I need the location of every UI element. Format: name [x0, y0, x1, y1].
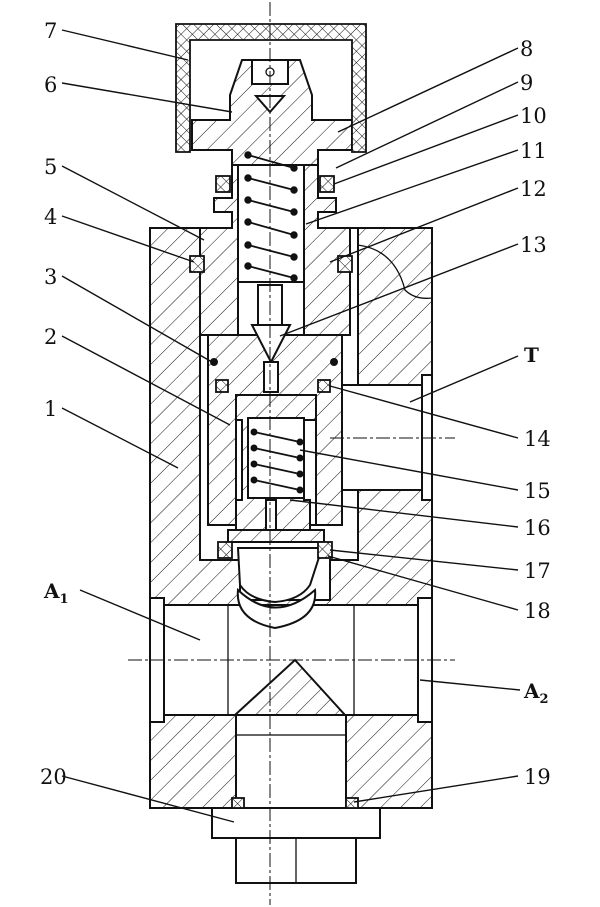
poppet-dome — [236, 587, 317, 630]
spool-lower-land — [227, 529, 325, 543]
ball-3-right — [330, 358, 338, 366]
damper-pin — [265, 499, 277, 531]
body-arc — [357, 244, 433, 299]
callout-9: 9 — [520, 71, 533, 95]
seal-4-left — [189, 255, 205, 273]
seal-14-right — [317, 379, 331, 393]
adjuster — [191, 59, 353, 166]
callout-2: 2 — [44, 325, 57, 349]
ball-3-left — [210, 358, 218, 366]
seal-10-left — [215, 175, 231, 193]
callout-10: 10 — [520, 104, 547, 128]
pilot-spring-coils — [247, 154, 295, 279]
plug-flange — [211, 807, 381, 839]
port-A2-sub: 2 — [540, 692, 549, 707]
seal-10-right — [319, 175, 335, 193]
seals — [189, 175, 353, 559]
callout-12: 12 — [520, 177, 547, 201]
port-label-A2: A2 — [523, 679, 549, 707]
callout-13: 13 — [520, 233, 547, 257]
callout-4: 4 — [44, 205, 57, 229]
seal-19-left — [231, 797, 245, 809]
cone-pin — [263, 361, 279, 393]
cone-tip — [250, 324, 292, 365]
seal-19-right — [345, 797, 359, 809]
main-spring — [250, 428, 304, 494]
callout-5: 5 — [44, 155, 57, 179]
callout-16: 16 — [524, 516, 551, 540]
callout-6: 6 — [44, 73, 57, 97]
port-A1-sub: 1 — [60, 592, 69, 607]
callout-11: 11 — [520, 139, 547, 163]
port-A1-main: A — [43, 579, 60, 603]
callouts: 7 6 5 4 3 2 1 8 9 10 11 12 13 14 15 16 1… — [40, 19, 551, 789]
port-label-A1: A1 — [43, 579, 69, 607]
protective-cap — [175, 23, 367, 153]
callout-18: 18 — [524, 599, 551, 623]
callout-14: 14 — [524, 427, 551, 451]
bottom-bore — [235, 714, 347, 809]
callout-3: 3 — [44, 265, 57, 289]
callout-19: 19 — [524, 765, 551, 789]
callout-8: 8 — [520, 37, 533, 61]
port-label-T: T — [524, 343, 539, 367]
callout-17: 17 — [524, 559, 551, 583]
seal-18-left — [217, 541, 233, 559]
main-poppet — [236, 547, 324, 604]
main-spring-coils — [253, 431, 301, 491]
callout-15: 15 — [524, 479, 551, 503]
center-lines — [128, 2, 455, 905]
pilot-spring — [244, 151, 298, 282]
callout-1: 1 — [44, 397, 57, 421]
seal-14-left — [215, 379, 229, 393]
seal-18-right — [317, 541, 333, 559]
callout-20: 20 — [40, 765, 67, 789]
callout-7: 7 — [44, 19, 57, 43]
port-A2-main: A — [523, 679, 540, 703]
plug-20 — [211, 797, 381, 884]
leader-lines — [61, 29, 521, 823]
